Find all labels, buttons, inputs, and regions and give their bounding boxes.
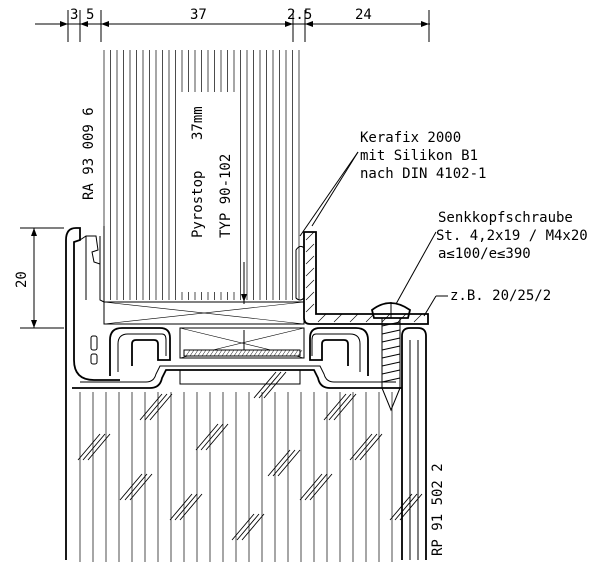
lower-right-profile (401, 327, 427, 560)
profile-label-bottom: RP 91 502 2 (430, 463, 446, 556)
screw-label-line2: St. 4,2x19 / M4x20 (436, 228, 588, 244)
leader-lines (299, 151, 448, 317)
angle-label: z.B. 20/25/2 (450, 288, 551, 304)
screw-label-line3: a≤100/e≤390 (438, 246, 531, 262)
sealant-label-line1: Kerafix 2000 (360, 130, 461, 146)
dim-20: 20 (14, 271, 30, 288)
dim-37: 37 (190, 7, 207, 23)
lower-glass-pane (77, 371, 423, 562)
sealant-label-line3: nach DIN 4102-1 (360, 166, 486, 182)
profile-label-top: RA 93 009 6 (81, 107, 97, 200)
dim-3: 3 (70, 7, 78, 23)
steel-angle (295, 231, 429, 325)
clip-profiles (72, 327, 402, 389)
glass-thickness-label: 37mm (190, 106, 206, 140)
top-dimension-chain: 3 5 37 2.5 24 (35, 7, 430, 42)
dim-2-5: 2.5 (287, 7, 312, 23)
dim-24: 24 (355, 7, 372, 23)
screw-label-line1: Senkkopfschraube (438, 210, 573, 226)
glass-type-label: TYP 90-102 (218, 154, 234, 238)
dim-5: 5 (86, 7, 94, 23)
glass-product-label: Pyrostop (190, 171, 206, 238)
left-dimension: 20 (14, 227, 64, 329)
upper-left-profile (65, 226, 120, 560)
countersunk-screw (370, 302, 412, 412)
sealant-label-line2: mit Silikon B1 (360, 148, 478, 164)
